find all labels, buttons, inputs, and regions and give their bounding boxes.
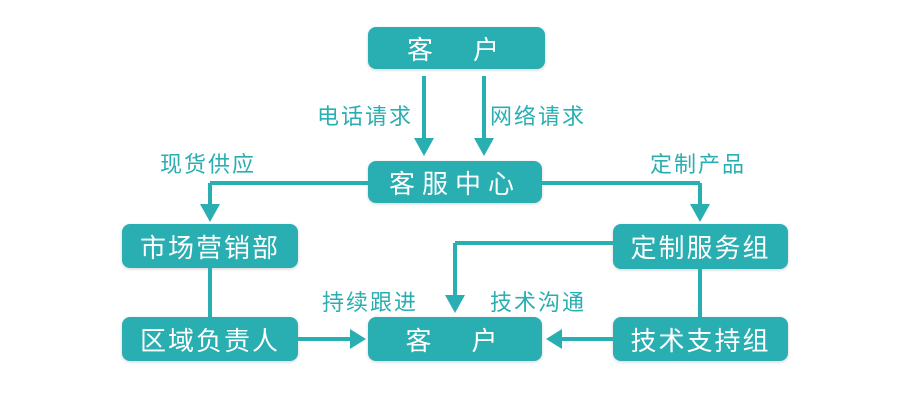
edge-marketing-to-regional-line bbox=[208, 268, 212, 317]
arrowhead-right-icon bbox=[350, 329, 366, 349]
edge-custom-product-hline bbox=[542, 181, 700, 185]
edge-label-continuous-follow-up: 持续跟进 bbox=[322, 290, 419, 315]
arrowhead-down-icon bbox=[474, 138, 494, 156]
edge-tech-communication-vline bbox=[453, 243, 457, 296]
node-custom-service-group: 定制服务组 bbox=[613, 224, 788, 269]
edge-label-web-request: 网络请求 bbox=[490, 104, 587, 129]
edge-custom-to-techsupport-line bbox=[698, 269, 702, 317]
edge-label-spot-supply: 现货供应 bbox=[160, 152, 257, 177]
node-regional-manager: 区域负责人 bbox=[122, 317, 298, 361]
edge-label-tech-communication: 技术沟通 bbox=[490, 290, 587, 315]
node-customer-top-label: 客 户 bbox=[406, 34, 506, 65]
arrowhead-down-icon bbox=[200, 204, 220, 222]
edge-label-custom-product: 定制产品 bbox=[650, 152, 747, 177]
arrowhead-down-icon bbox=[445, 295, 465, 313]
edge-tech-communication-hline bbox=[455, 241, 613, 245]
edge-spot-supply-hline bbox=[210, 181, 368, 185]
node-customer-bottom: 客 户 bbox=[368, 317, 542, 361]
edge-web-request-line bbox=[482, 76, 486, 138]
arrowhead-down-icon bbox=[414, 138, 434, 156]
node-customer-top: 客 户 bbox=[368, 27, 545, 69]
arrowhead-left-icon bbox=[546, 329, 562, 349]
node-tech-support-group: 技术支持组 bbox=[613, 317, 788, 361]
node-regional-manager-label: 区域负责人 bbox=[139, 325, 280, 356]
node-service-center-label: 客服中心 bbox=[388, 168, 521, 199]
node-custom-service-group-label: 定制服务组 bbox=[630, 233, 771, 263]
edge-techsupport-to-customer-line bbox=[562, 337, 613, 341]
node-service-center: 客服中心 bbox=[368, 161, 542, 203]
node-customer-bottom-label: 客 户 bbox=[405, 325, 505, 356]
edge-spot-supply-vline bbox=[208, 183, 212, 205]
edge-label-phone-request: 电话请求 bbox=[317, 104, 414, 129]
edge-custom-product-vline bbox=[698, 183, 702, 205]
edge-continuous-follow-up-line bbox=[298, 337, 350, 341]
arrowhead-down-icon bbox=[690, 204, 710, 222]
node-tech-support-group-label: 技术支持组 bbox=[630, 325, 771, 356]
node-marketing-dept-label: 市场营销部 bbox=[139, 232, 280, 263]
edge-phone-request-line bbox=[422, 76, 426, 138]
node-marketing-dept: 市场营销部 bbox=[122, 224, 298, 268]
